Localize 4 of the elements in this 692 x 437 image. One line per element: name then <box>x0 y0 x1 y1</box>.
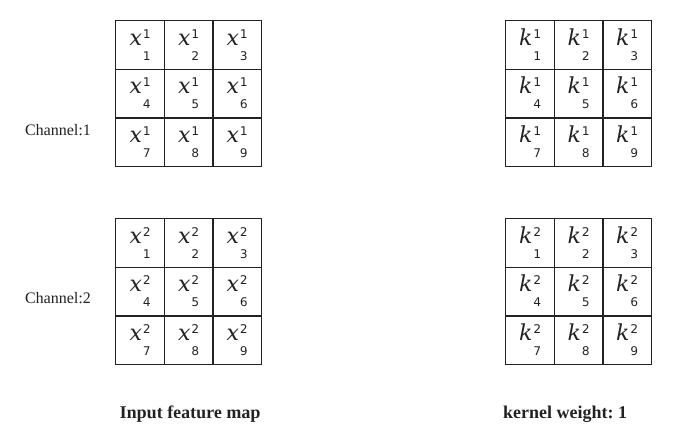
channel-label: Channel:2 <box>25 290 91 308</box>
channel-label: Channel:1 <box>25 122 91 140</box>
caption: Input feature map <box>120 402 260 423</box>
caption: kernel weight: 1 <box>503 402 627 423</box>
